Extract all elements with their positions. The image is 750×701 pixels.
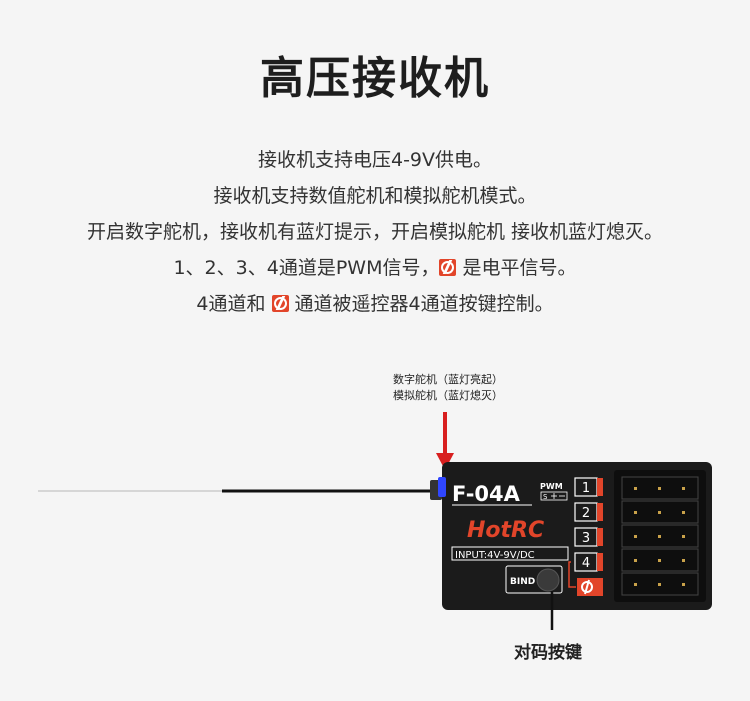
desc-line-servo-modes: 接收机支持数值舵机和模拟舵机模式。 [213, 185, 537, 207]
power-level-icon [271, 295, 289, 312]
blue-led [438, 477, 446, 497]
input-label: INPUT:4V-9V/DC [455, 550, 535, 561]
desc-line-signals: 1、2、3、4通道是PWM信号， 是电平信号。 [0, 250, 750, 286]
power-level-icon [439, 259, 457, 276]
pwm-label: PWM [540, 482, 563, 491]
desc-line-control-b: 通道被遥控器4通道按键控制。 [288, 293, 554, 315]
input-label-box [451, 546, 569, 561]
channel-1-label: 1 [582, 481, 590, 496]
bracket-ch4-power [568, 561, 576, 588]
desc-line-control: 4通道和 通道被遥控器4通道按键控制。 [0, 286, 750, 322]
channel-2-label: 2 [582, 506, 590, 521]
desc-line-voltage: 接收机支持电压4-9V供电。 [257, 149, 493, 171]
bind-button-label: BIND [510, 577, 535, 587]
description: 接收机支持电压4-9V供电。 接收机支持数值舵机和模拟舵机模式。 开启数字舵机，… [0, 142, 750, 322]
bind-button-frame [505, 565, 563, 594]
channel-2: 2 [574, 502, 603, 522]
channel-3: 3 [574, 527, 603, 547]
arrow-down-icon [436, 453, 454, 470]
svg-text:S: S [543, 493, 548, 501]
desc-line-signals-b: 是电平信号。 [456, 257, 577, 279]
channel-3-label: 3 [582, 531, 590, 546]
desc-line-signals-a: 1、2、3、4通道是PWM信号， [173, 257, 440, 279]
bind-button-callout: 对码按键 [514, 643, 582, 663]
desc-line-led: 开启数字舵机，接收机有蓝灯提示，开启模拟舵机 接收机蓝灯熄灭。 [86, 221, 664, 243]
channel-power [577, 578, 603, 596]
desc-line-control-a: 4通道和 [196, 293, 272, 315]
annotation-analog: 模拟舵机（蓝灯熄灭） [393, 389, 503, 402]
channel-4: 4 [574, 552, 603, 572]
channel-1: 1 [574, 477, 603, 497]
model-label: F-04A [452, 482, 521, 506]
bind-button[interactable] [536, 568, 560, 592]
channel-4-label: 4 [582, 556, 590, 571]
led-annotation: 数字舵机（蓝灯亮起） 模拟舵机（蓝灯熄灭） [378, 372, 518, 404]
power-level-icon [581, 581, 593, 593]
annotation-digital: 数字舵机（蓝灯亮起） [393, 373, 503, 386]
brand-logo: HotRC [467, 518, 544, 543]
pin-legend [540, 491, 568, 501]
page-title: 高压接收机 [260, 53, 490, 104]
